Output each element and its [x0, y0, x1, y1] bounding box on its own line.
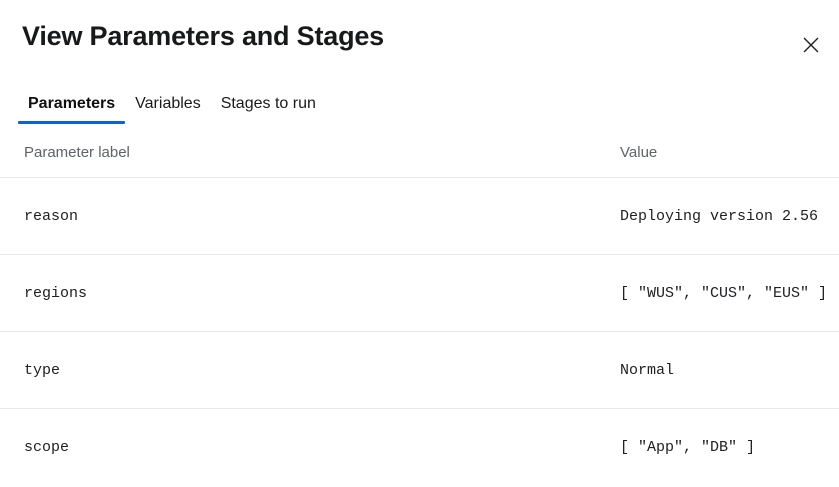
table-row: type Normal: [0, 331, 839, 409]
parameter-value: [ "WUS", "CUS", "EUS" ]: [310, 254, 839, 332]
tab-stages-to-run[interactable]: Stages to run: [211, 90, 326, 124]
table-header-row: Parameter label Value: [0, 138, 839, 178]
dialog-header: View Parameters and Stages: [0, 0, 839, 90]
page-title: View Parameters and Stages: [22, 21, 384, 51]
table-row: regions [ "WUS", "CUS", "EUS" ]: [0, 254, 839, 332]
parameter-value: Deploying version 2.56: [310, 177, 839, 255]
parameter-label: scope: [24, 438, 70, 456]
table-head: Parameter label Value: [0, 138, 839, 178]
tab-parameters[interactable]: Parameters: [18, 90, 126, 124]
table-row: scope [ "App", "DB" ]: [0, 409, 839, 486]
parameter-label: reason: [0, 177, 310, 255]
close-icon: [802, 36, 820, 54]
tab-bar: Parameters Variables Stages to run: [0, 90, 839, 132]
table-row: reason Deploying version 2.56: [0, 177, 839, 255]
parameter-label: regions: [0, 254, 310, 332]
parameters-table: Parameter label Value reason Deploying v…: [0, 138, 839, 485]
column-header-value: Value: [310, 138, 839, 178]
close-button[interactable]: [795, 29, 827, 61]
parameter-value: [ "App", "DB" ]: [620, 438, 756, 456]
parameter-value: Normal: [310, 331, 839, 409]
table-body: reason Deploying version 2.56 regions [ …: [0, 177, 839, 486]
tab-variables[interactable]: Variables: [125, 90, 211, 124]
column-header-parameter-label: Parameter label: [0, 138, 310, 178]
parameter-label: type: [0, 331, 310, 409]
